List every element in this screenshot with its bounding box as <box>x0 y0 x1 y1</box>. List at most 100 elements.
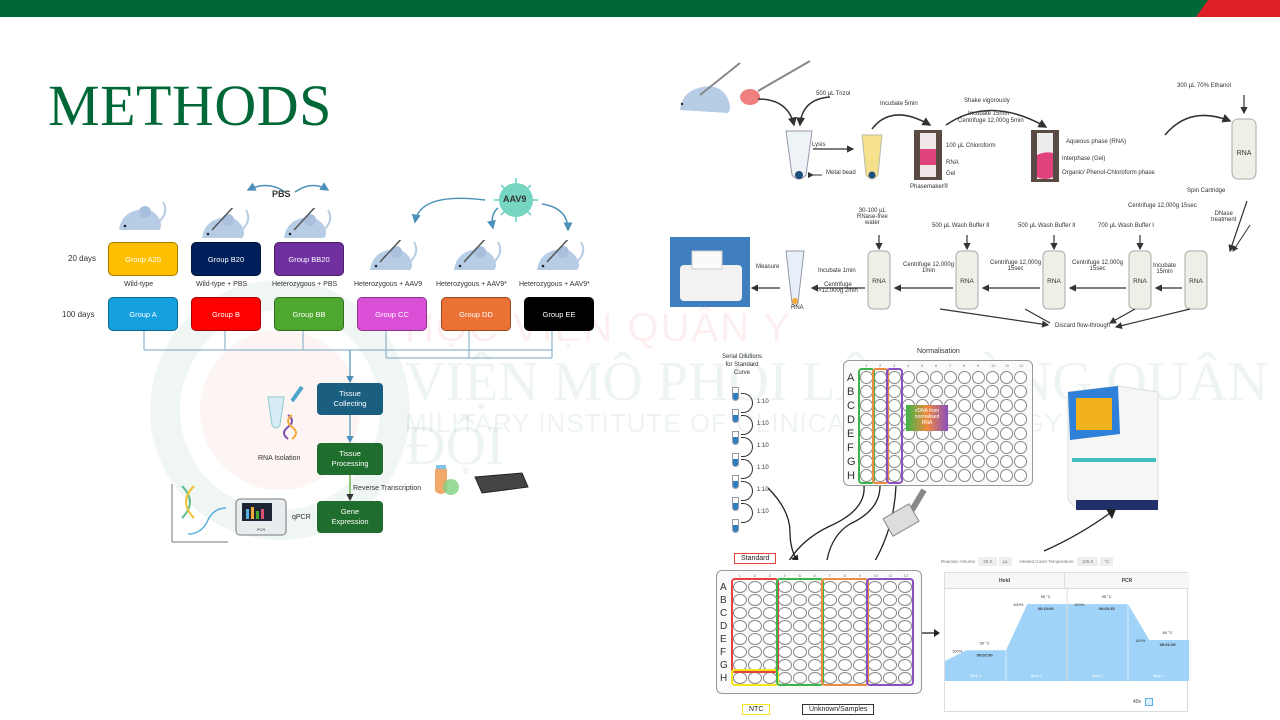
reaction-volume-input[interactable]: 20.0 <box>978 557 998 566</box>
plate-well[interactable] <box>748 633 762 645</box>
plate-well[interactable] <box>972 469 985 482</box>
plate-well[interactable] <box>958 371 971 384</box>
plate-well[interactable] <box>958 469 971 482</box>
plate-well[interactable] <box>838 607 852 619</box>
plate-well[interactable] <box>972 371 985 384</box>
plate-well[interactable] <box>972 441 985 454</box>
plate-well[interactable] <box>944 371 957 384</box>
plate-well[interactable] <box>1000 413 1013 426</box>
plate-well[interactable] <box>958 441 971 454</box>
plate-well[interactable] <box>958 455 971 468</box>
plate-well[interactable] <box>733 646 747 658</box>
plate-well[interactable] <box>793 659 807 671</box>
plate-well[interactable] <box>958 413 971 426</box>
plate-well[interactable] <box>793 581 807 593</box>
plate-well[interactable] <box>1014 441 1027 454</box>
plate-well[interactable] <box>1000 455 1013 468</box>
plate-well[interactable] <box>944 469 957 482</box>
plate-well[interactable] <box>986 469 999 482</box>
plate-well[interactable] <box>898 672 912 684</box>
plate-well[interactable] <box>916 469 929 482</box>
plate-well[interactable] <box>793 594 807 606</box>
plate-well[interactable] <box>986 441 999 454</box>
plate-well[interactable] <box>1000 427 1013 440</box>
plate-well[interactable] <box>898 659 912 671</box>
plate-well[interactable] <box>1014 427 1027 440</box>
plate-well[interactable] <box>944 385 957 398</box>
plate-well[interactable] <box>930 371 943 384</box>
plate-well[interactable] <box>898 620 912 632</box>
plate-well[interactable] <box>972 413 985 426</box>
plate-well[interactable] <box>883 633 897 645</box>
plate-well[interactable] <box>838 581 852 593</box>
plate-well[interactable] <box>958 385 971 398</box>
plate-well[interactable] <box>838 633 852 645</box>
plate-well[interactable] <box>883 581 897 593</box>
plate-well[interactable] <box>986 413 999 426</box>
plate-well[interactable] <box>883 646 897 658</box>
plate-well[interactable] <box>883 659 897 671</box>
plate-well[interactable] <box>793 633 807 645</box>
plate-well[interactable] <box>898 633 912 645</box>
plate-well[interactable] <box>902 385 915 398</box>
plate-well[interactable] <box>902 455 915 468</box>
plate-well[interactable] <box>986 399 999 412</box>
plate-well[interactable] <box>986 371 999 384</box>
plate-well[interactable] <box>1014 455 1027 468</box>
plate-well[interactable] <box>944 441 957 454</box>
plate-well[interactable] <box>1000 399 1013 412</box>
plate-well[interactable] <box>986 385 999 398</box>
plate-well[interactable] <box>930 469 943 482</box>
plate-well[interactable] <box>898 594 912 606</box>
plate-well[interactable] <box>1000 441 1013 454</box>
plate-well[interactable] <box>838 672 852 684</box>
plate-well[interactable] <box>1014 413 1027 426</box>
plate-well[interactable] <box>972 427 985 440</box>
plate-well[interactable] <box>793 646 807 658</box>
plate-well[interactable] <box>1000 469 1013 482</box>
plate-well[interactable] <box>838 620 852 632</box>
plate-well[interactable] <box>916 371 929 384</box>
plate-well[interactable] <box>883 607 897 619</box>
plate-well[interactable] <box>972 455 985 468</box>
plate-well[interactable] <box>748 620 762 632</box>
plate-well[interactable] <box>883 620 897 632</box>
plate-well[interactable] <box>916 455 929 468</box>
plate-well[interactable] <box>930 385 943 398</box>
plate-well[interactable] <box>838 659 852 671</box>
plate-well[interactable] <box>1014 469 1027 482</box>
plate-well[interactable] <box>748 646 762 658</box>
plate-well[interactable] <box>1014 385 1027 398</box>
plate-well[interactable] <box>898 646 912 658</box>
plate-well[interactable] <box>986 427 999 440</box>
plate-well[interactable] <box>793 607 807 619</box>
plate-well[interactable] <box>902 441 915 454</box>
plate-well[interactable] <box>733 581 747 593</box>
plate-well[interactable] <box>1000 385 1013 398</box>
plate-well[interactable] <box>733 633 747 645</box>
plate-well[interactable] <box>733 607 747 619</box>
plate-well[interactable] <box>838 594 852 606</box>
plate-well[interactable] <box>793 620 807 632</box>
cycle-toggle[interactable] <box>1145 698 1153 706</box>
plate-well[interactable] <box>898 607 912 619</box>
plate-well[interactable] <box>972 399 985 412</box>
plate-well[interactable] <box>1014 399 1027 412</box>
plate-well[interactable] <box>748 607 762 619</box>
plate-well[interactable] <box>930 441 943 454</box>
plate-well[interactable] <box>793 672 807 684</box>
plate-well[interactable] <box>838 646 852 658</box>
plate-well[interactable] <box>748 581 762 593</box>
plate-well[interactable] <box>930 455 943 468</box>
plate-well[interactable] <box>958 427 971 440</box>
plate-well[interactable] <box>986 455 999 468</box>
plate-well[interactable] <box>748 594 762 606</box>
plate-well[interactable] <box>972 385 985 398</box>
plate-well[interactable] <box>958 399 971 412</box>
plate-well[interactable] <box>733 594 747 606</box>
plate-well[interactable] <box>916 385 929 398</box>
plate-well[interactable] <box>883 594 897 606</box>
plate-well[interactable] <box>944 455 957 468</box>
plate-well[interactable] <box>916 441 929 454</box>
cover-temp-input[interactable]: 105.0 <box>1076 557 1099 566</box>
